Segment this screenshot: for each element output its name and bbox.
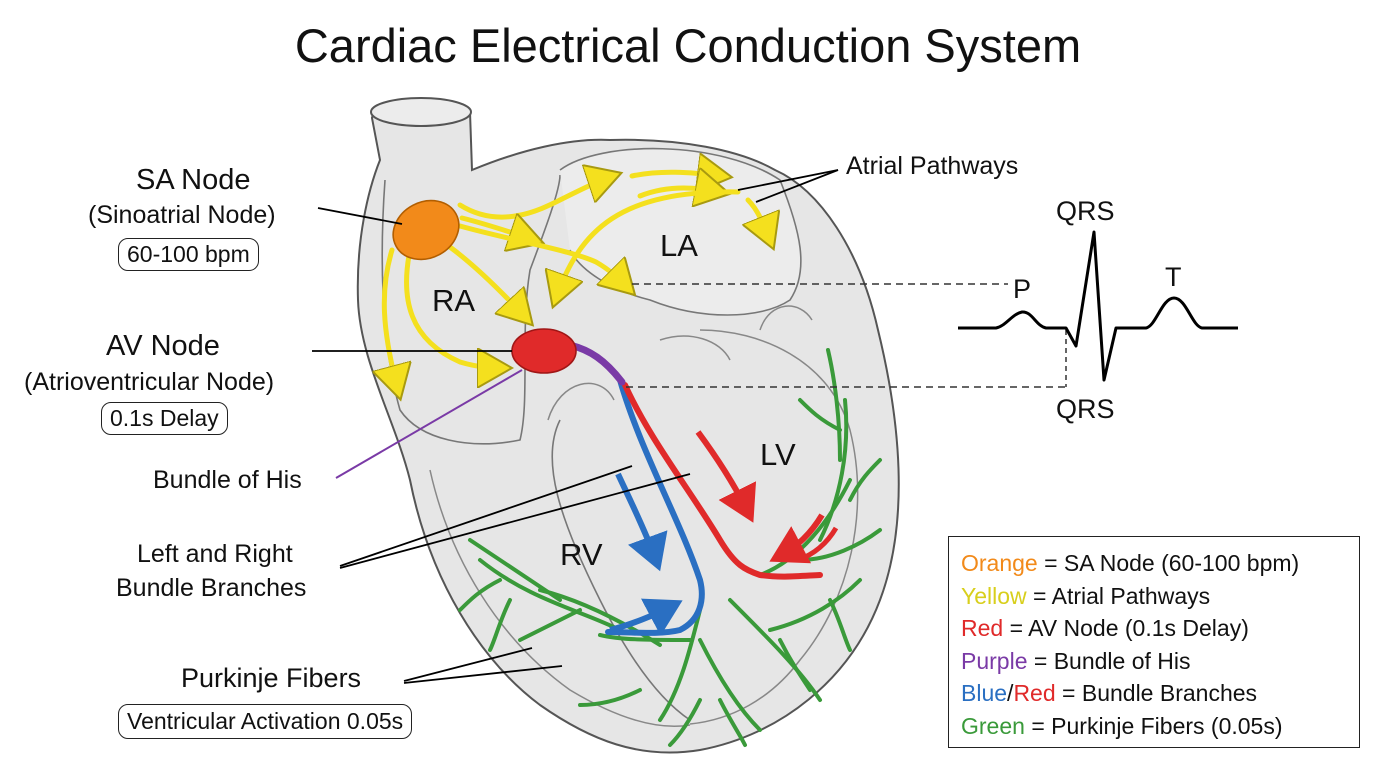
purkinje-label: Purkinje Fibers: [181, 663, 362, 693]
bundle-of-his-leader: [335, 369, 523, 479]
legend-item-orange: Orange = SA Node (60-100 bpm): [961, 547, 1359, 580]
right-branch-arrow-2: [609, 598, 683, 636]
legend-color-word-2: Red: [1013, 680, 1056, 706]
legend-color-word: Blue: [961, 680, 1008, 706]
chamber-lv: LV: [760, 437, 796, 472]
purkinje-leader-2: [403, 665, 563, 684]
legend-color-word: Green: [961, 712, 1025, 739]
ecg-trace: [958, 230, 1238, 382]
atrial-pathway-5: [457, 223, 628, 288]
page-title: Cardiac Electrical Conduction System: [294, 19, 1082, 72]
vena-cava: [370, 97, 472, 127]
left-branch-arrow-3: [797, 526, 839, 563]
left-branch-arrow-1: [695, 430, 757, 523]
sa-node-label: SA Node: [136, 164, 251, 196]
sa-node: [392, 199, 460, 261]
atrial-pathway-10: [748, 197, 770, 240]
atrial-pathway-9: [556, 189, 741, 298]
left-branch-arrow-2: [769, 513, 825, 564]
legend-item-yellow: Yellow = Atrial Pathways: [961, 580, 1359, 613]
sa-node-leader: [317, 207, 403, 225]
legend-text: = Purkinje Fibers (0.05s): [1024, 712, 1283, 739]
av-node-full-label: (Atrioventricular Node): [24, 368, 275, 396]
bundle-branches-label-line2: Bundle Branches: [116, 574, 307, 602]
legend-text: = AV Node (0.1s Delay): [1003, 615, 1249, 641]
purkinje-leader-1: [403, 647, 533, 682]
legend-color-word: Orange: [961, 550, 1038, 576]
chamber-rv: RV: [560, 537, 603, 572]
left-ventricle-wall: [689, 329, 859, 725]
color-legend: Orange = SA Node (60-100 bpm) Yellow = A…: [948, 536, 1360, 748]
right-branch-arrow-1: [615, 472, 668, 572]
legend-color-word: Purple: [961, 647, 1028, 674]
bundle-branch-leader-2: [339, 473, 691, 569]
ecg-qrs-bottom-label: QRS: [1056, 394, 1115, 424]
atrial-pathway-7: [404, 247, 502, 368]
atrial-pathways-leader-1: [737, 169, 839, 191]
legend-text: = Atrial Pathways: [1026, 582, 1211, 609]
ecg-p-label: P: [1013, 274, 1032, 304]
bundle-branch-leader-1: [339, 465, 633, 567]
legend-text: = Bundle of His: [1027, 647, 1191, 674]
legend-color-word: Yellow: [961, 582, 1027, 609]
legend-item-green: Green = Purkinje Fibers (0.05s): [961, 710, 1359, 743]
legend-item-purple: Purple = Bundle of His: [961, 645, 1359, 678]
left-bundle-branch: [622, 382, 823, 580]
legend-item-blue-red: Blue/Red = Bundle Branches: [961, 677, 1359, 710]
atrial-pathway-4: [459, 218, 534, 240]
chamber-ra: RA: [432, 283, 476, 318]
valve-flap-3: [659, 335, 731, 361]
av-node: [511, 328, 577, 374]
ventricular-activation-badge: Ventricular Activation 0.05s: [118, 704, 413, 739]
legend-item-red: Red = AV Node (0.1s Delay): [961, 612, 1359, 645]
bundle-branches-label-line1: Left and Right: [137, 540, 293, 568]
leader-lines: [312, 169, 839, 684]
av-delay-badge: 0.1s Delay: [101, 402, 228, 435]
purkinje-fibers: [458, 348, 882, 747]
atrial-pathways: [384, 172, 770, 390]
chamber-la: LA: [660, 228, 698, 263]
valve-flap-1: [547, 382, 615, 421]
legend-separator: /: [1007, 680, 1014, 706]
atrial-pathways-leader-2: [755, 169, 839, 203]
av-node-label: AV Node: [106, 330, 220, 362]
legend-text: = SA Node (60-100 bpm): [1037, 550, 1300, 576]
ecg-t-label: T: [1165, 262, 1182, 292]
sa-rate-badge: 60-100 bpm: [118, 238, 259, 271]
bundle-of-his-label: Bundle of His: [153, 466, 302, 494]
sa-node-full-label: (Sinoatrial Node): [88, 201, 276, 229]
legend-color-word: Red: [961, 615, 1004, 641]
atrial-pathway-8: [384, 247, 398, 390]
atrial-pathways-label: Atrial Pathways: [846, 152, 1019, 180]
septum-wall: [551, 419, 691, 721]
atrial-pathway-1: [457, 176, 612, 220]
right-ventricle-wall: [429, 469, 691, 727]
ecg-qrs-top-label: QRS: [1056, 196, 1115, 226]
legend-text: = Bundle Branches: [1055, 680, 1258, 706]
valve-flap-2: [759, 305, 813, 331]
